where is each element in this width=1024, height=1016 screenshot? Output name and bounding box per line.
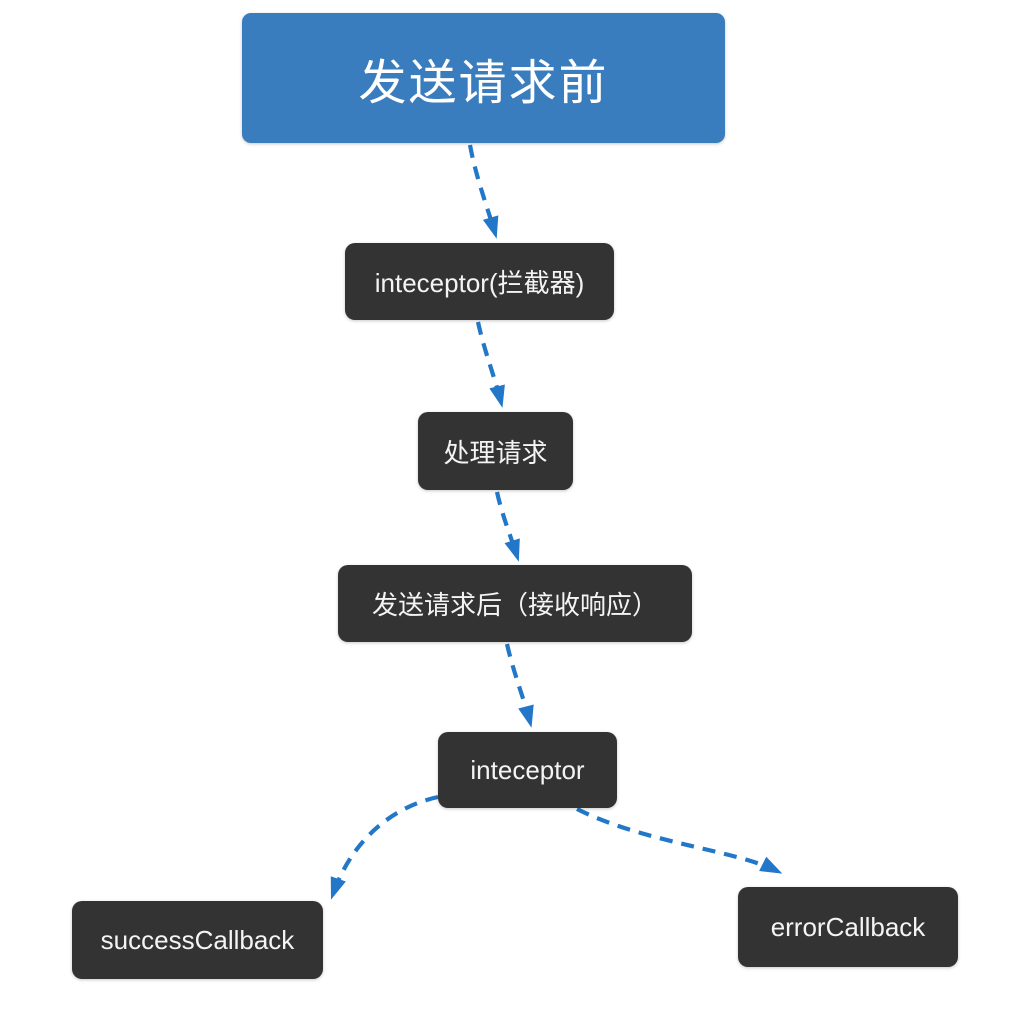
node-after-send-request: 发送请求后（接收响应） bbox=[338, 565, 692, 642]
node-label: 处理请求 bbox=[443, 437, 548, 468]
edge-response-interceptor-to-error bbox=[576, 807, 783, 874]
node-label: errorCallback bbox=[770, 911, 926, 942]
node-label: inteceptor(拦截器) bbox=[374, 268, 585, 298]
edge-after-send-to-response-interceptor bbox=[504, 643, 534, 728]
node-error-callback: errorCallback bbox=[738, 887, 958, 967]
node-label: inteceptor bbox=[470, 754, 585, 785]
edge-start-to-request-interceptor bbox=[467, 144, 499, 239]
node-process-request: 处理请求 bbox=[418, 412, 573, 490]
node-response-interceptor: inteceptor bbox=[438, 732, 617, 808]
node-success-callback: successCallback bbox=[72, 901, 323, 979]
edge-response-interceptor-to-success bbox=[330, 794, 439, 900]
node-request-interceptor: inteceptor(拦截器) bbox=[345, 243, 614, 320]
node-label: 发送请求后（接收响应） bbox=[371, 590, 658, 620]
node-label: 发送请求前 bbox=[358, 57, 609, 110]
edge-process-to-after-send bbox=[494, 491, 520, 562]
edge-request-interceptor-to-process bbox=[475, 321, 505, 408]
node-before-send-request: 发送请求前 bbox=[242, 13, 725, 143]
node-label: successCallback bbox=[100, 924, 295, 955]
